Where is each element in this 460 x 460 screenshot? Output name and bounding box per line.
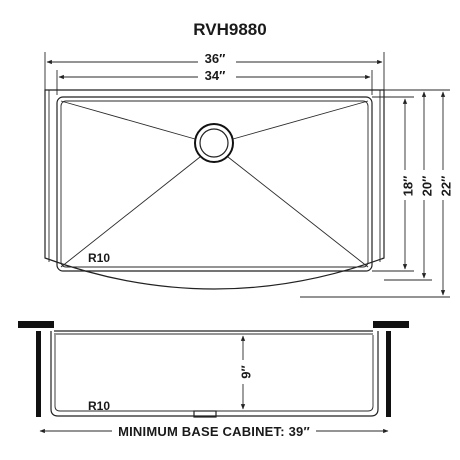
drain-fitting [193, 410, 217, 418]
cabinet-wall-left [36, 331, 41, 417]
dim-bowl-height: 9″ [234, 335, 253, 410]
dim-overall-depth-front-label: 20″ [419, 176, 434, 197]
dim-min-cabinet: MINIMUM BASE CABINET: 39″ [39, 423, 389, 439]
dim-overall-depth-total-label: 22″ [438, 176, 453, 197]
dim-bowl-height-label: 9″ [238, 365, 253, 378]
corner-radius-note-top: R10 [88, 251, 110, 265]
model-title: RVH9880 [193, 20, 266, 39]
countertop-left [18, 321, 54, 328]
corner-radius-note-side: R10 [88, 399, 110, 413]
top-view: 36″ 34″ R10 [44, 51, 453, 298]
front-view: R10 9″ MINIMUM BASE CABINET: 39″ [18, 321, 409, 439]
cabinet-wall-right [386, 331, 391, 417]
dim-bowl-depth: 18″ [372, 96, 415, 272]
slope-lines [60, 100, 369, 268]
dim-bowl-width-label: 34″ [205, 68, 226, 83]
drain-inner [199, 128, 229, 158]
bowl-outline [56, 96, 373, 272]
dim-bowl-depth-label: 18″ [400, 176, 415, 197]
dim-overall-depth-front: 20″ [384, 89, 434, 281]
dim-overall-depth-total: 22″ [300, 89, 453, 298]
sink-outer-outline [44, 89, 385, 290]
countertop-right [373, 321, 409, 328]
sink-section-outline [50, 331, 379, 417]
dim-overall-width: 36″ [44, 51, 385, 90]
dim-bowl-width: 34″ [56, 67, 373, 95]
min-cabinet-label: MINIMUM BASE CABINET: 39″ [118, 424, 310, 439]
drain-outer [194, 123, 234, 163]
dim-overall-width-label: 36″ [205, 51, 226, 66]
